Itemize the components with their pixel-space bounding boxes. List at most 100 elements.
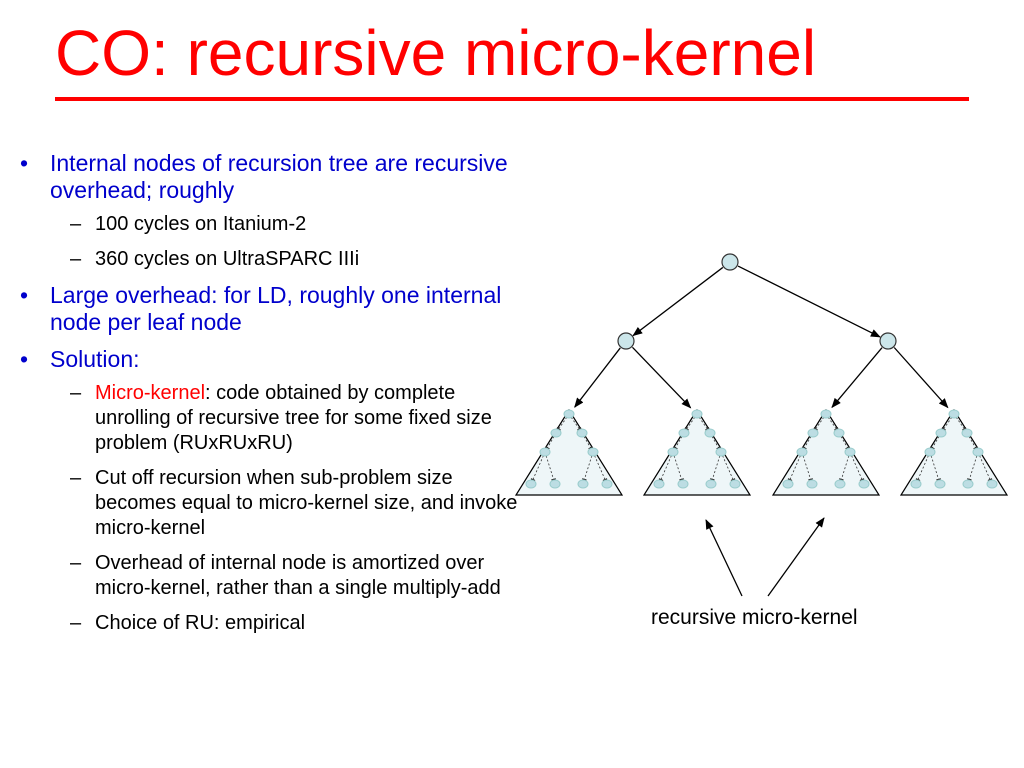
slide-title: CO: recursive micro-kernel <box>55 17 817 89</box>
micro-kernel-triangle <box>771 408 881 496</box>
micro-node <box>549 479 561 489</box>
micro-node <box>972 447 984 457</box>
dash-icon: – <box>70 382 82 404</box>
micro-node <box>705 479 717 489</box>
micro-node <box>820 409 832 419</box>
micro-edge <box>849 451 865 485</box>
micro-node <box>844 447 856 457</box>
tree-edge <box>574 347 621 408</box>
micro-node <box>962 479 974 489</box>
sub-bullet-item: – Choice of RU: empirical <box>50 611 520 636</box>
bullet-text: Large overhead: for LD, roughly one inte… <box>50 282 502 335</box>
micro-edge <box>582 451 594 485</box>
micro-edge <box>530 451 546 485</box>
micro-node <box>834 479 846 489</box>
micro-edge <box>672 451 684 485</box>
micro-edge <box>915 451 931 485</box>
micro-node <box>576 428 588 438</box>
tree-edge <box>737 265 881 338</box>
micro-node <box>691 409 703 419</box>
micro-node <box>782 479 794 489</box>
bullet-item: • Solution: – Micro-kernel: code obtaine… <box>20 346 520 636</box>
micro-kernel-triangle <box>642 408 752 496</box>
sub-bullet-item: – 100 cycles on Itanium-2 <box>50 212 520 237</box>
micro-kernel-highlight: Micro-kernel <box>95 382 206 404</box>
micro-node <box>858 479 870 489</box>
sub-bullet-text: Overhead of internal node is amortized o… <box>95 552 501 599</box>
micro-edge <box>544 451 556 485</box>
dash-icon: – <box>70 248 82 270</box>
sub-bullet-item: – Overhead of internal node is amortized… <box>50 551 520 601</box>
tree-edge <box>831 347 883 409</box>
sub-bullet-text: Cut off recursion when sub-problem size … <box>95 467 518 539</box>
sub-bullet-list: – Micro-kernel: code obtained by complet… <box>50 381 520 636</box>
tree-edges <box>574 265 949 409</box>
micro-node <box>986 479 998 489</box>
micro-node <box>601 479 613 489</box>
micro-node <box>550 428 562 438</box>
micro-edge <box>592 451 608 485</box>
micro-node <box>587 447 599 457</box>
sub-bullet-text: : code obtained by complete unrolling of… <box>95 382 492 454</box>
tree-edge <box>632 266 724 337</box>
micro-edge <box>801 451 813 485</box>
bullet-item: • Large overhead: for LD, roughly one in… <box>20 282 520 336</box>
micro-node <box>677 479 689 489</box>
micro-node <box>934 479 946 489</box>
sub-bullet-item: – Micro-kernel: code obtained by complet… <box>50 381 520 456</box>
diagram-label: recursive micro-kernel <box>651 606 858 629</box>
bullet-dot-icon: • <box>20 150 29 176</box>
micro-edge <box>787 451 803 485</box>
tree-node <box>879 332 897 350</box>
micro-node <box>935 428 947 438</box>
tree-edge <box>893 347 949 409</box>
micro-node <box>729 479 741 489</box>
micro-node <box>577 479 589 489</box>
bullet-text: Solution: <box>50 346 140 372</box>
dash-icon: – <box>70 467 82 489</box>
micro-edge <box>720 451 736 485</box>
micro-node <box>525 479 537 489</box>
micro-node <box>539 447 551 457</box>
bullet-text: Internal nodes of recursion tree are rec… <box>50 150 508 203</box>
micro-node <box>910 479 922 489</box>
micro-node <box>807 428 819 438</box>
bullet-dot-icon: • <box>20 282 29 308</box>
micro-edge <box>658 451 674 485</box>
sub-bullet-text: 360 cycles on UltraSPARC IIIi <box>95 248 360 270</box>
dash-icon: – <box>70 213 82 235</box>
label-arrow <box>767 517 825 597</box>
micro-node <box>961 428 973 438</box>
tree-nodes <box>617 253 897 350</box>
bullet-item: • Internal nodes of recursion tree are r… <box>20 150 520 272</box>
micro-node <box>704 428 716 438</box>
label-arrows <box>705 517 825 597</box>
tree-node <box>617 332 635 350</box>
sub-bullet-text: 100 cycles on Itanium-2 <box>95 213 307 235</box>
micro-node <box>563 409 575 419</box>
micro-edge <box>839 451 851 485</box>
bullet-dot-icon: • <box>20 346 29 372</box>
micro-kernel-triangle <box>899 408 1009 496</box>
micro-kernel-triangles <box>514 408 1009 496</box>
micro-edge <box>929 451 941 485</box>
micro-node <box>806 479 818 489</box>
micro-edge <box>977 451 993 485</box>
micro-edge <box>710 451 722 485</box>
tree-node <box>721 253 739 271</box>
micro-kernel-triangle <box>514 408 624 496</box>
dash-icon: – <box>70 612 82 634</box>
micro-node <box>715 447 727 457</box>
tree-edge <box>631 346 692 409</box>
micro-node <box>796 447 808 457</box>
bullet-list: • Internal nodes of recursion tree are r… <box>20 150 520 646</box>
sub-bullet-text: Choice of RU: empirical <box>95 612 306 634</box>
micro-node <box>924 447 936 457</box>
micro-node <box>833 428 845 438</box>
micro-node <box>948 409 960 419</box>
micro-edge <box>967 451 979 485</box>
sub-bullet-item: – 360 cycles on UltraSPARC IIIi <box>50 247 520 272</box>
dash-icon: – <box>70 552 82 574</box>
micro-node <box>678 428 690 438</box>
label-arrow <box>705 519 743 597</box>
